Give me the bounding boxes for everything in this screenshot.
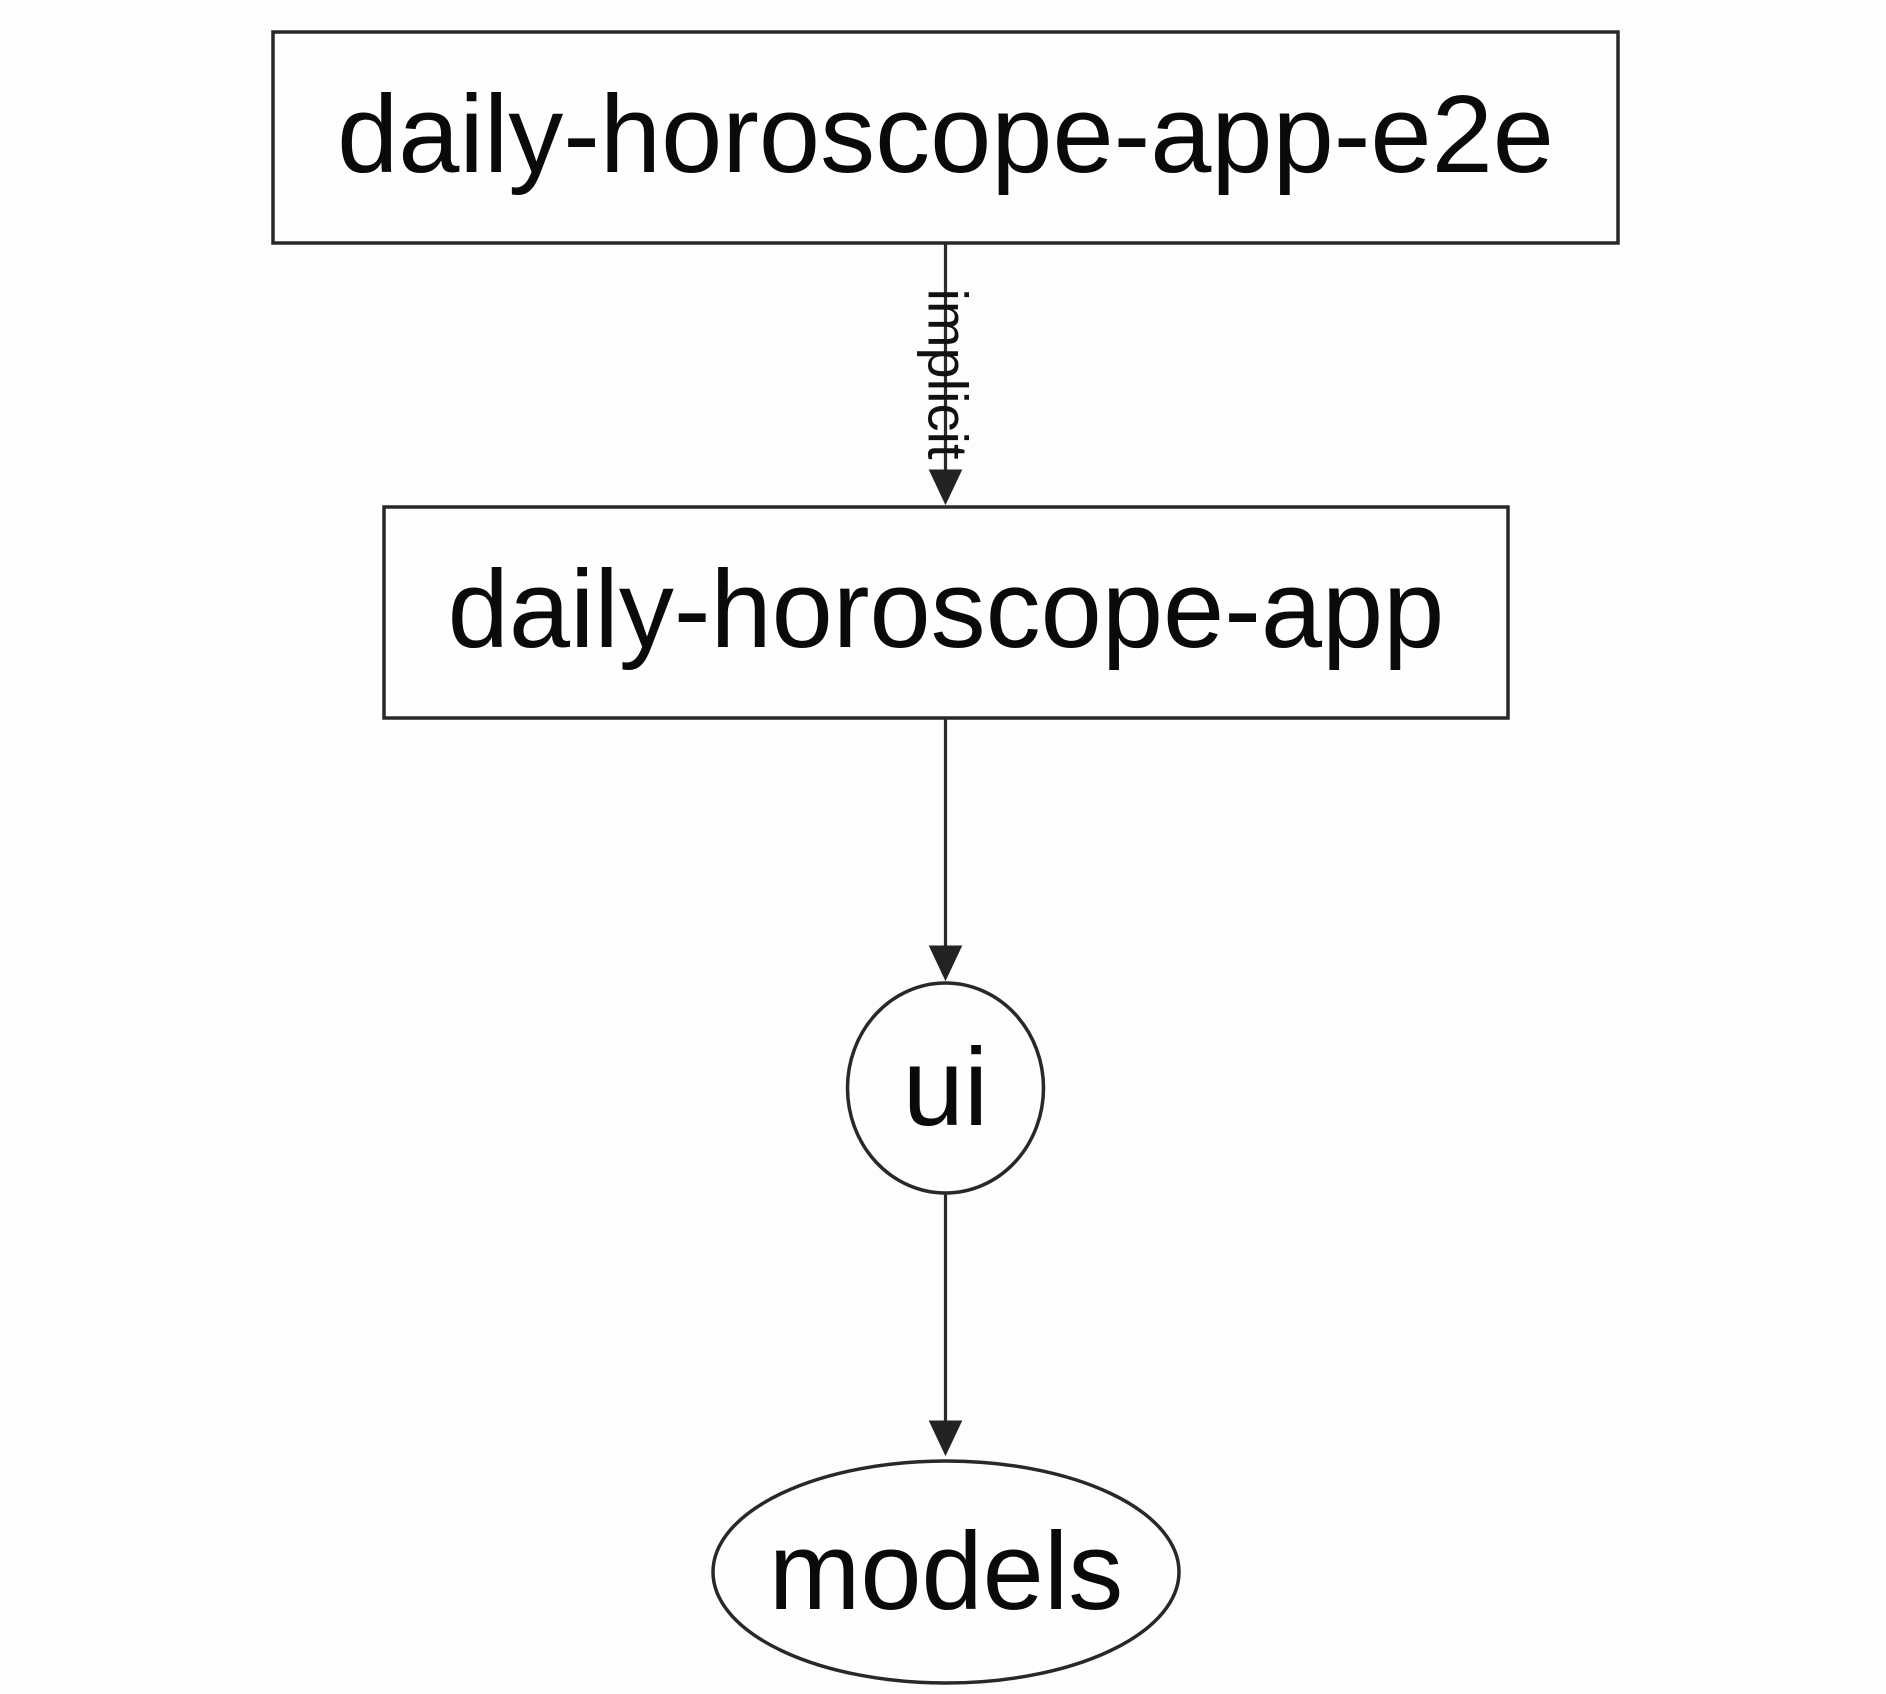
- arrowhead-icon: [928, 1420, 963, 1457]
- node-rect-daily-horoscope-app-e2e: [271, 30, 1620, 245]
- node-daily-horoscope-app: daily-horoscope-app: [382, 505, 1510, 720]
- node-ellipse-models: [711, 1459, 1181, 1685]
- node-models: models: [711, 1459, 1181, 1685]
- node-label-models: models: [769, 1510, 1124, 1633]
- arrowhead-icon: [928, 945, 963, 982]
- arrowhead-icon: [928, 469, 963, 506]
- edge-e2e-to-app: implicit: [917, 243, 980, 506]
- node-ui: ui: [845, 981, 1046, 1195]
- edge-app-to-ui: [928, 718, 963, 982]
- node-label-ui: ui: [903, 1026, 989, 1149]
- node-rect-daily-horoscope-app: [382, 505, 1510, 720]
- node-label-daily-horoscope-app: daily-horoscope-app: [448, 548, 1445, 671]
- edge-ui-to-models: [928, 1193, 963, 1457]
- node-label-daily-horoscope-app-e2e: daily-horoscope-app-e2e: [337, 73, 1554, 196]
- node-daily-horoscope-app-e2e: daily-horoscope-app-e2e: [271, 30, 1620, 245]
- edge-label-implicit: implicit: [917, 288, 980, 460]
